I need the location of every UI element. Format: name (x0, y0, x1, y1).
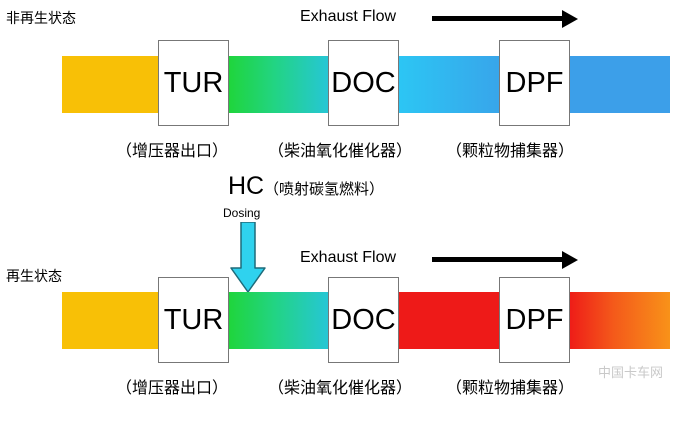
dosing-arrow-icon (228, 221, 268, 294)
top-dpf-box: DPF (499, 40, 570, 126)
bottom-outlet-segment (568, 292, 670, 349)
watermark-logo: 中国卡车网 (598, 366, 664, 381)
bottom-exhaust-flow-label: Exhaust Flow (300, 249, 397, 266)
bottom-doc-caption: （柴油氧化催化器） (268, 378, 413, 397)
top-tur-caption: （增压器出口） (116, 141, 229, 160)
hc-label: HC (228, 172, 265, 200)
top-doc-caption: （柴油氧化催化器） (268, 141, 413, 160)
bottom-tur-caption: （增压器出口） (116, 378, 229, 397)
hc-note: （喷射碳氢燃料） (264, 180, 385, 198)
top-tur-doc-segment (228, 56, 330, 113)
top-exhaust-flow-label: Exhaust Flow (300, 8, 397, 25)
top-inlet-segment (62, 56, 158, 113)
bottom-flow-arrow-icon (432, 251, 578, 269)
bottom-tur-doc-segment (228, 292, 330, 349)
top-doc-dpf-segment (398, 56, 501, 113)
bottom-doc-dpf-segment (398, 292, 501, 349)
bottom-tur-box: TUR (158, 277, 229, 363)
bottom-dpf-box: DPF (499, 277, 570, 363)
bottom-doc-box: DOC (328, 277, 399, 363)
top-flow-arrow-icon (432, 10, 578, 28)
bottom-inlet-segment (62, 292, 158, 349)
top-dpf-caption: （颗粒物捕集器） (446, 141, 575, 160)
top-outlet-segment (568, 56, 670, 113)
top-state-label: 非再生状态 (6, 11, 76, 27)
top-tur-box: TUR (158, 40, 229, 126)
top-doc-box: DOC (328, 40, 399, 126)
dosing-label: Dosing (223, 206, 261, 220)
bottom-state-label: 再生状态 (6, 269, 62, 285)
bottom-dpf-caption: （颗粒物捕集器） (446, 378, 575, 397)
